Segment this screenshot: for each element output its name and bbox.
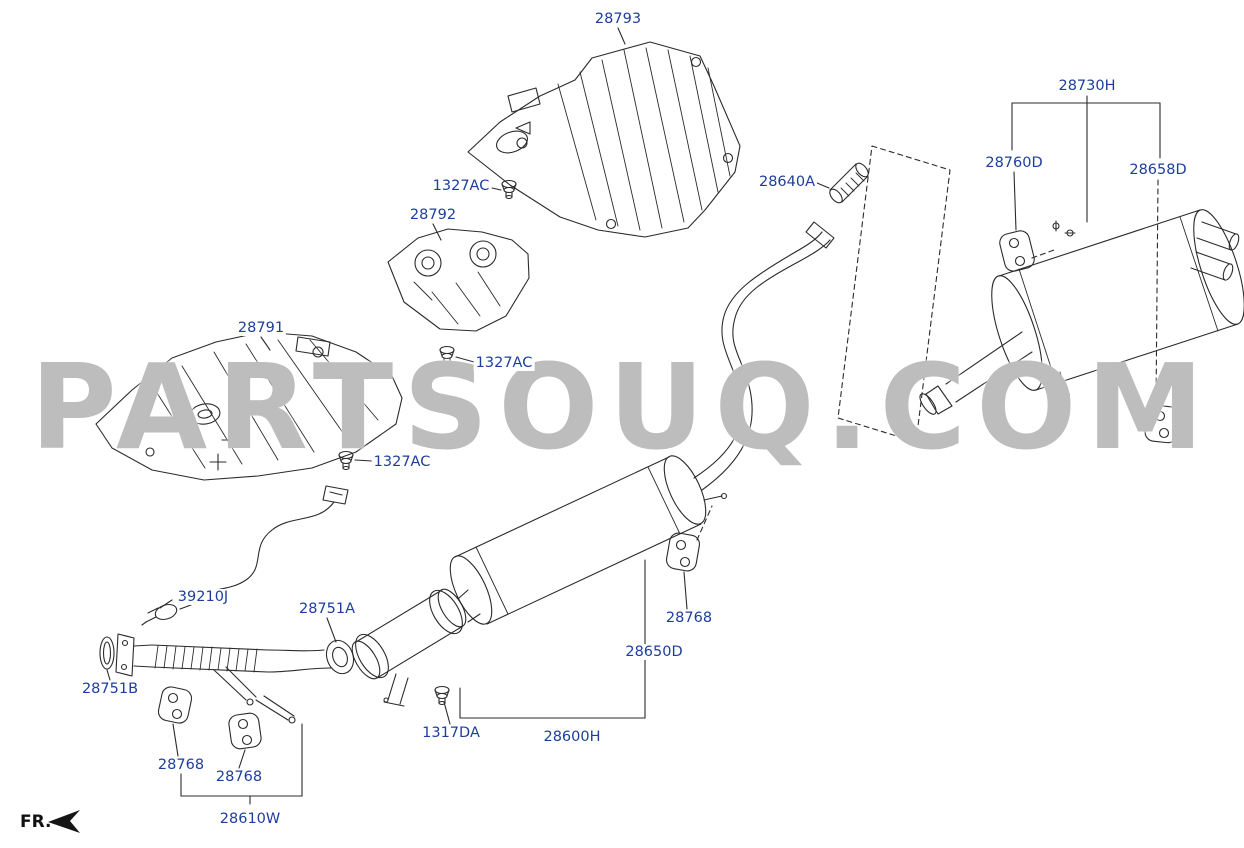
part-label-28768-1[interactable]: 28768	[663, 610, 715, 626]
part-label-28640a[interactable]: 28640A	[756, 174, 818, 190]
front-heat-shield	[95, 331, 403, 481]
part-label-28610w[interactable]: 28610W	[217, 811, 283, 827]
fr-indicator: FR.	[20, 812, 51, 832]
bolt-1327ac-lower	[338, 450, 354, 471]
rubber-hanger-rear-lower	[1144, 404, 1180, 444]
bolt-1327ac-middle	[439, 345, 455, 366]
part-label-28768-3[interactable]: 28768	[213, 769, 265, 785]
rear-muffler	[919, 209, 1244, 415]
leader-lines	[106, 27, 1161, 805]
part-label-1327ac-3[interactable]: 1327AC	[371, 454, 433, 470]
part-label-28650d[interactable]: 28650D	[623, 644, 685, 660]
fr-label: FR.	[20, 812, 52, 832]
part-label-28760d[interactable]: 28760D	[983, 155, 1045, 171]
part-label-28751a[interactable]: 28751A	[296, 601, 358, 617]
part-label-28600h[interactable]: 28600H	[541, 729, 603, 745]
part-label-1317da[interactable]: 1317DA	[420, 725, 482, 741]
part-label-1327ac-1[interactable]: 1327AC	[430, 178, 492, 194]
rubber-hanger-front-1	[157, 686, 193, 724]
center-heat-shield	[387, 228, 530, 332]
flex-connector	[829, 162, 869, 204]
rubber-hanger-center	[665, 492, 728, 572]
part-label-28658d[interactable]: 28658D	[1127, 162, 1189, 178]
part-label-1327ac-2[interactable]: 1327AC	[473, 355, 535, 371]
bolt-1317da	[434, 685, 450, 706]
rubber-hanger-front-2	[228, 712, 262, 750]
part-label-28768-2[interactable]: 28768	[155, 757, 207, 773]
part-label-28730h[interactable]: 28730H	[1056, 78, 1118, 94]
assembly-outline-dashed-box	[837, 145, 951, 443]
part-label-28792[interactable]: 28792	[407, 207, 459, 223]
part-label-28793[interactable]: 28793	[592, 11, 644, 27]
fr-arrow-icon	[48, 810, 80, 833]
part-label-39210j[interactable]: 39210J	[175, 589, 231, 605]
part-label-28751b[interactable]: 28751B	[79, 681, 141, 697]
part-label-28791[interactable]: 28791	[235, 320, 287, 336]
front-pipe-assembly	[99, 588, 481, 724]
rubber-hanger-rear-upper	[999, 230, 1055, 272]
upper-heat-shield	[467, 41, 741, 238]
intermediate-pipe	[693, 221, 835, 491]
center-muffler	[449, 455, 707, 625]
bolt-1327ac-top	[501, 179, 517, 200]
